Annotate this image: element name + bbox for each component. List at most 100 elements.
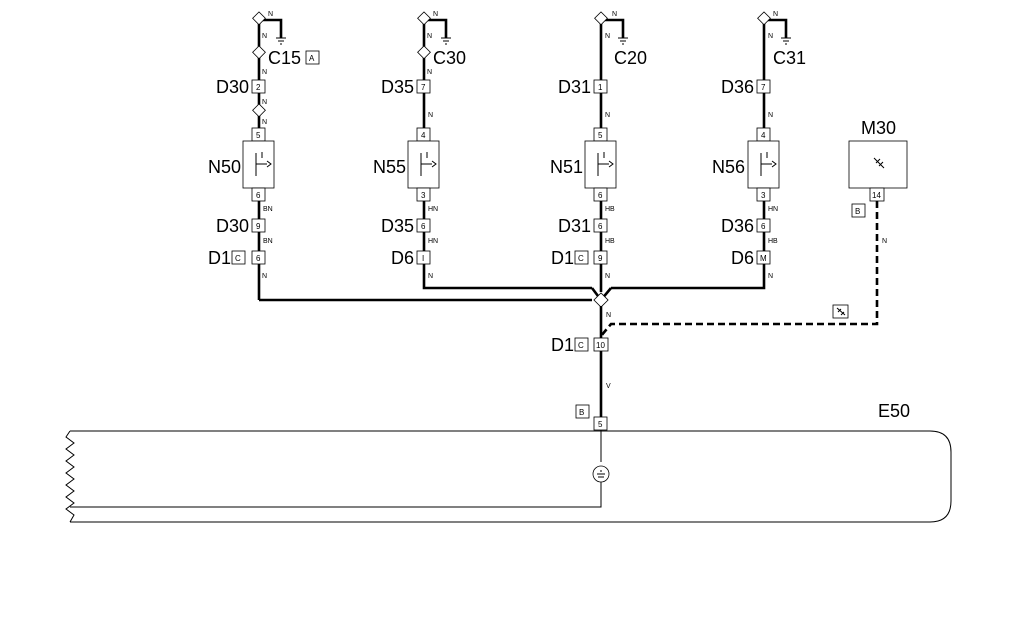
- wire-color: N: [262, 273, 267, 280]
- switch-icon: [420, 152, 437, 176]
- wire-color: N: [262, 69, 267, 76]
- wire-color: N: [768, 33, 773, 40]
- pin-number: 6: [761, 222, 766, 231]
- connector-tag: C: [578, 341, 584, 350]
- circuit-column-n56: N N C31 D36 7 N 4 N56 3 HN D36 6 HB D6 M…: [611, 11, 806, 290]
- pin-number: 1: [598, 83, 603, 92]
- wire-color-ground: N: [433, 11, 438, 18]
- wire-color: N: [427, 69, 432, 76]
- wire-color: N: [262, 99, 267, 106]
- pin-number: 4: [421, 131, 426, 140]
- connector-tag-box: [231, 250, 246, 265]
- antenna-icon: [836, 307, 846, 316]
- component-e50: E50 B 5: [65, 401, 952, 523]
- pin-box: [593, 79, 608, 94]
- splice-node: [757, 11, 771, 26]
- wire-color-ground: N: [773, 11, 778, 18]
- pin-box: [593, 250, 608, 265]
- pin-number: 5: [598, 131, 603, 140]
- connector-label: C20: [614, 48, 647, 68]
- connector-label: D31: [558, 77, 591, 97]
- pin-number: 9: [598, 254, 603, 263]
- connector-label: C15: [268, 48, 301, 68]
- connector-label: D36: [721, 216, 754, 236]
- pin-number: 6: [256, 191, 261, 200]
- connector-tag-box: [305, 50, 320, 65]
- ground-icon: [601, 18, 628, 45]
- wire-color: N: [605, 33, 610, 40]
- wire-color: N: [768, 273, 773, 280]
- splice-node: [417, 11, 431, 26]
- switch-icon: [760, 152, 777, 176]
- connector-label: D35: [381, 216, 414, 236]
- ground-icon: [259, 18, 286, 45]
- pin-box: [251, 250, 266, 265]
- connector-label: C31: [773, 48, 806, 68]
- pin-number: M: [760, 254, 767, 263]
- junction-trunk: N D1 C 10 V: [259, 287, 612, 417]
- connector-tag-box: [574, 337, 589, 352]
- switch-icon: [597, 152, 614, 176]
- pin-number: 14: [872, 191, 881, 200]
- pin-number: 5: [598, 420, 603, 429]
- wire-color-ground: N: [268, 11, 273, 18]
- wire-color: HN: [768, 206, 778, 213]
- connector-tag: A: [309, 54, 315, 63]
- splice-node: [252, 103, 266, 118]
- pin-box: [416, 79, 431, 94]
- connector-node: [417, 45, 431, 60]
- pin-box: [251, 218, 266, 233]
- connector-node: [252, 45, 266, 60]
- pin-number: I: [422, 254, 424, 263]
- pin-box: [251, 79, 266, 94]
- pin-box: [756, 250, 771, 265]
- wire-color: HN: [428, 206, 438, 213]
- connector-tag: C: [235, 254, 241, 263]
- connector-label: D31: [558, 216, 591, 236]
- connector-tag: C: [578, 254, 584, 263]
- wire-color: N: [606, 312, 611, 319]
- connector-label: D6: [391, 248, 414, 268]
- wire-color: HN: [428, 238, 438, 245]
- connector-label: D1: [208, 248, 231, 268]
- connector-label: D1: [551, 335, 574, 355]
- break-edge: [65, 430, 75, 523]
- component-label: N50: [208, 157, 241, 177]
- pin-number: 2: [256, 83, 261, 92]
- connector-tag: B: [855, 207, 860, 216]
- component-m30: M30 14 B N: [600, 118, 908, 337]
- connector-tag: B: [579, 408, 584, 417]
- pin-number: 7: [421, 83, 426, 92]
- pin-number: 9: [256, 222, 261, 231]
- pin-number: 6: [598, 191, 603, 200]
- pin-number: 7: [761, 83, 766, 92]
- wire-color-ground: N: [612, 11, 617, 18]
- connector-label: D30: [216, 216, 249, 236]
- wire-color: N: [427, 33, 432, 40]
- pin-number: 4: [761, 131, 766, 140]
- pin-box: [593, 218, 608, 233]
- antenna-icon: [873, 157, 885, 169]
- wire-color: N: [262, 33, 267, 40]
- wire-color: V: [606, 383, 611, 390]
- pin-box: [756, 79, 771, 94]
- wire-color: BN: [263, 206, 273, 213]
- m30-box: [848, 140, 908, 189]
- circuit-column-n51: N N C20 D31 1 N 5 N51 6 HB D31 6 HB D1 C…: [550, 11, 647, 292]
- wire-color: N: [262, 119, 267, 126]
- pin-number: 6: [421, 222, 426, 231]
- splice-node: [594, 11, 608, 26]
- wire-color: BN: [263, 238, 273, 245]
- switch-icon: [255, 152, 272, 176]
- splice-node: [252, 11, 266, 26]
- ground-icon: [764, 18, 791, 45]
- connector-label: D1: [551, 248, 574, 268]
- connector-tag-box: [851, 203, 866, 218]
- wire-color: N: [882, 238, 887, 245]
- pin-number: 3: [761, 191, 766, 200]
- component-label: N51: [550, 157, 583, 177]
- connector-label: D30: [216, 77, 249, 97]
- connector-tag-box: [575, 404, 590, 419]
- pin-number: 3: [421, 191, 426, 200]
